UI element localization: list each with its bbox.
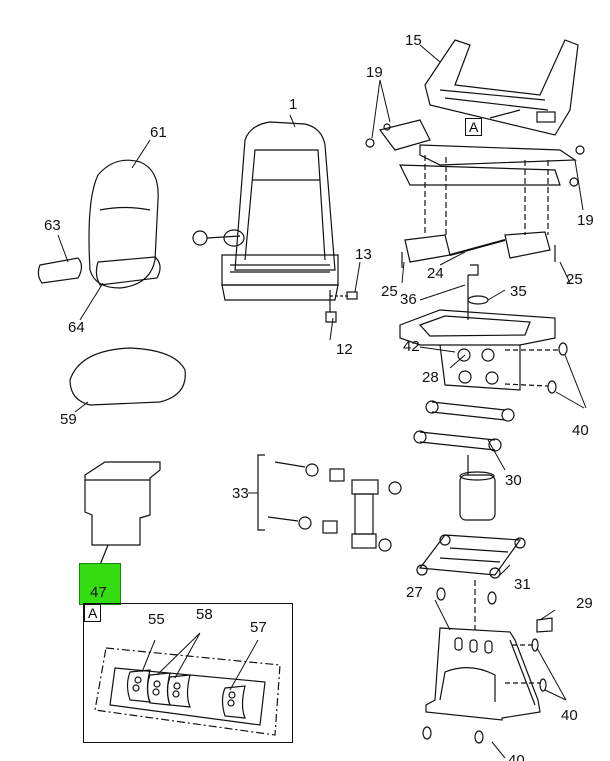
inset-label-A: A bbox=[84, 604, 102, 622]
callout-47: 47 bbox=[90, 584, 107, 601]
callout-19: 19 bbox=[577, 212, 594, 229]
callout-61: 61 bbox=[150, 124, 167, 141]
callout-25: 25 bbox=[566, 271, 583, 288]
callout-1: 1 bbox=[289, 96, 298, 113]
callout-40: 40 bbox=[508, 752, 525, 761]
callout-57: 57 bbox=[250, 619, 267, 636]
callout-35: 35 bbox=[510, 283, 527, 300]
callout-24: 24 bbox=[427, 265, 444, 282]
shock-absorber-33 bbox=[257, 454, 402, 552]
callout-25: 25 bbox=[381, 283, 398, 300]
seat-cushion-59 bbox=[69, 347, 186, 406]
callout-28: 28 bbox=[422, 369, 439, 386]
air-spring bbox=[459, 455, 496, 521]
inset-view-A bbox=[83, 603, 293, 743]
inset-detail-A bbox=[94, 632, 281, 736]
upper-mount-28 bbox=[399, 309, 568, 394]
callout-29: 29 bbox=[576, 595, 593, 612]
callout-19: 19 bbox=[366, 64, 383, 81]
callout-27: 27 bbox=[406, 584, 423, 601]
callout-30: 30 bbox=[505, 472, 522, 489]
callout-36: 36 bbox=[400, 291, 417, 308]
callout-40: 40 bbox=[561, 707, 578, 724]
seat-frame-15 bbox=[424, 39, 579, 136]
cover-47 bbox=[84, 461, 161, 546]
callout-31: 31 bbox=[514, 576, 531, 593]
leader-lines bbox=[57, 44, 587, 759]
callout-58: 58 bbox=[196, 606, 213, 623]
callout-64: 64 bbox=[68, 319, 85, 336]
leader-47 bbox=[99, 544, 109, 566]
leader-A bbox=[489, 109, 521, 119]
callout-63: 63 bbox=[44, 217, 61, 234]
frame-31 bbox=[416, 534, 526, 579]
highlighted-part-47[interactable]: 47 bbox=[79, 563, 121, 605]
bolt-36 bbox=[467, 264, 479, 320]
callout-15: 15 bbox=[405, 32, 422, 49]
seat-back-cover bbox=[37, 159, 161, 289]
callout-33: 33 bbox=[232, 485, 249, 502]
link-30 bbox=[413, 400, 515, 452]
seat-back-frame-1 bbox=[192, 121, 358, 323]
callout-13: 13 bbox=[355, 246, 372, 263]
callout-55: 55 bbox=[148, 611, 165, 628]
callout-59: 59 bbox=[60, 411, 77, 428]
washer-35 bbox=[467, 295, 489, 305]
callout-40: 40 bbox=[572, 422, 589, 439]
view-ref-A: A bbox=[465, 118, 483, 136]
base-27 bbox=[422, 587, 553, 744]
callout-12: 12 bbox=[336, 341, 353, 358]
callout-42: 42 bbox=[403, 338, 420, 355]
slide-assembly bbox=[365, 119, 585, 268]
